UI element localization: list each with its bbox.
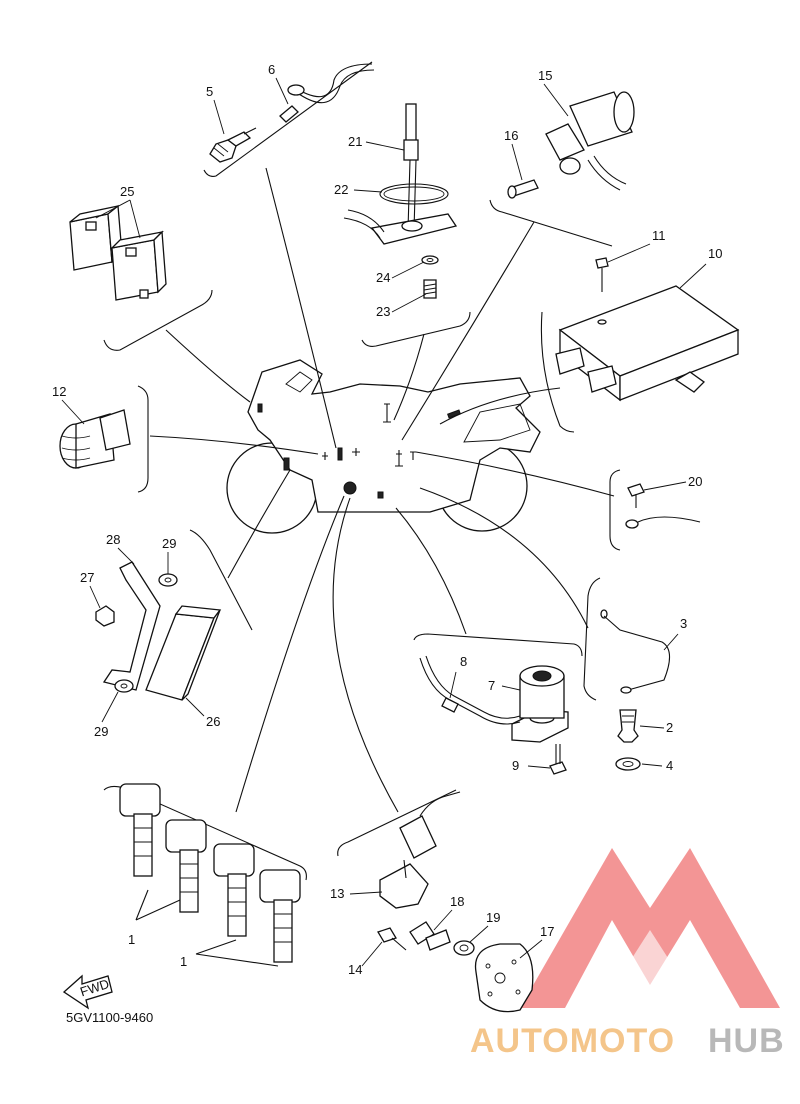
callout-pointers xyxy=(61,77,707,967)
part-13-pickup-sensor xyxy=(379,791,461,909)
watermark-part2: HUB xyxy=(708,1022,785,1060)
callout-21: 21 xyxy=(348,134,362,149)
silhouette-markers xyxy=(257,403,461,499)
callout-5: 5 xyxy=(206,84,213,99)
callout-23: 23 xyxy=(376,304,390,319)
callout-7: 7 xyxy=(488,678,495,693)
part-9-bolt xyxy=(549,744,567,775)
callout-6: 6 xyxy=(268,62,275,77)
callout-3: 3 xyxy=(680,616,687,631)
forward-arrow: FWD xyxy=(62,974,113,1010)
part-10-ecu xyxy=(555,285,740,402)
callout-1a: 1 xyxy=(128,932,135,947)
callout-labels: 1 1 2 3 4 5 6 7 8 9 10 11 12 13 14 15 16… xyxy=(52,62,722,977)
part-15-speed-sensor xyxy=(545,91,635,191)
callout-14: 14 xyxy=(348,962,362,977)
part-3-lead xyxy=(600,609,671,694)
callout-18: 18 xyxy=(450,894,464,909)
part-28-bracket xyxy=(102,561,161,691)
group-brackets xyxy=(103,61,621,881)
watermark-text: AUTOMOTO HUB xyxy=(470,1022,785,1060)
part-6-lead xyxy=(279,63,375,123)
callout-13: 13 xyxy=(330,886,344,901)
part-26-unit xyxy=(145,605,222,701)
part-27-nut xyxy=(95,605,115,627)
callout-2: 2 xyxy=(666,720,673,735)
part-25-relays xyxy=(69,204,167,301)
part-2-plug xyxy=(617,709,639,743)
callout-22: 22 xyxy=(334,182,348,197)
callout-15: 15 xyxy=(538,68,552,83)
callout-25: 25 xyxy=(120,184,134,199)
callout-11: 11 xyxy=(652,228,666,243)
part-29-washer-bottom xyxy=(114,679,134,693)
part-21-sensor-rod xyxy=(403,103,419,231)
part-5-sensor xyxy=(209,127,257,163)
part-21-base xyxy=(343,209,458,245)
part-20-lead xyxy=(625,516,701,529)
part-17-timing-plate xyxy=(474,943,534,1013)
callout-28: 28 xyxy=(106,532,120,547)
callout-27: 27 xyxy=(80,570,94,585)
callout-8: 8 xyxy=(460,654,467,669)
callout-29b: 29 xyxy=(94,724,108,739)
callout-1b: 1 xyxy=(180,954,187,969)
part-12-switch xyxy=(59,409,131,469)
watermark-logo xyxy=(520,848,780,1008)
part-19-washer xyxy=(453,940,475,956)
callout-9: 9 xyxy=(512,758,519,773)
callout-12: 12 xyxy=(52,384,66,399)
callout-26: 26 xyxy=(206,714,220,729)
callout-4: 4 xyxy=(666,758,673,773)
part-20-bolt xyxy=(627,483,645,508)
diagram-code: 5GV1100-9460 xyxy=(66,1010,153,1025)
part-11-screw xyxy=(595,257,609,292)
part-16-bolt xyxy=(507,179,539,199)
motorcycle-silhouette xyxy=(226,359,541,534)
leader-lines xyxy=(149,167,615,813)
part-29-washer-top xyxy=(158,573,178,587)
part-18-bolt xyxy=(409,921,451,951)
callout-20: 20 xyxy=(688,474,702,489)
part-8-lead xyxy=(419,655,521,725)
callout-19: 19 xyxy=(486,910,500,925)
callout-10: 10 xyxy=(708,246,722,261)
callout-16: 16 xyxy=(504,128,518,143)
watermark-part1: AUTOMOTO xyxy=(470,1022,675,1060)
part-7-solenoid xyxy=(511,665,569,743)
callout-29a: 29 xyxy=(162,536,176,551)
callout-24: 24 xyxy=(376,270,390,285)
part-23-bolt xyxy=(423,279,437,299)
callout-17: 17 xyxy=(540,924,554,939)
part-1-ignition-coils xyxy=(119,783,301,967)
part-22-oring xyxy=(379,183,449,205)
part-24-washer xyxy=(421,255,439,265)
part-4-washer xyxy=(615,757,641,771)
part-14-bolt xyxy=(377,927,407,951)
